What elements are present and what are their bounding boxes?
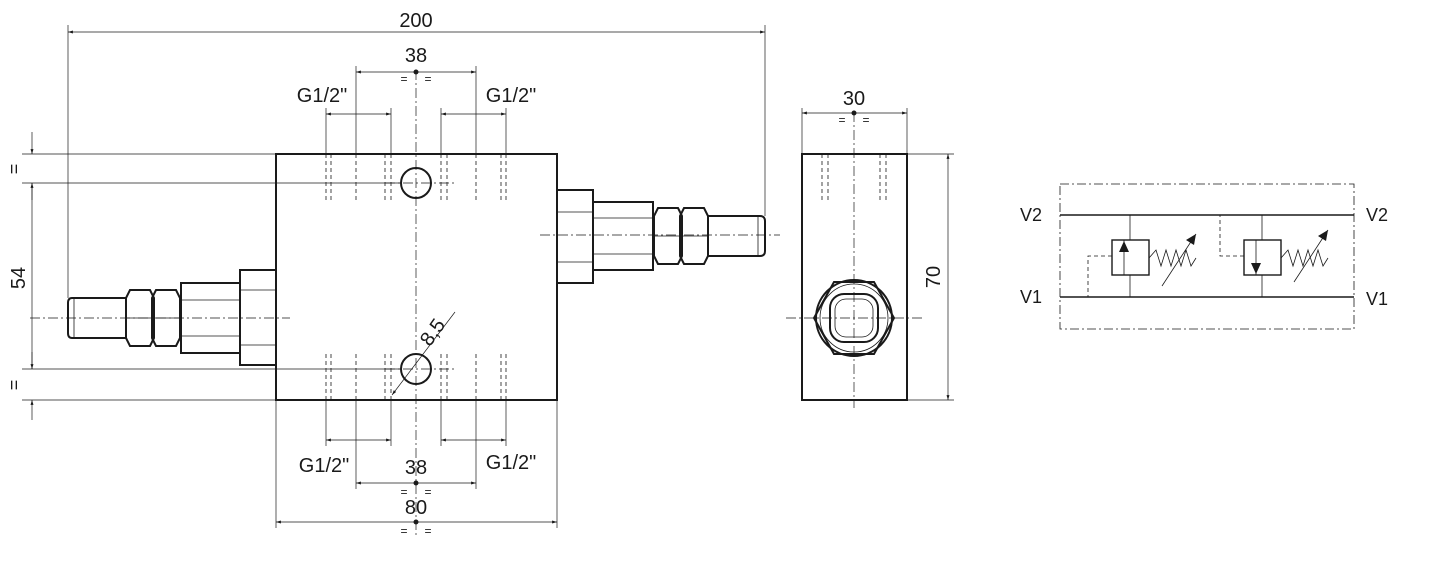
front-view: 200 38 = = G1/2" G1/2" [4,10,780,538]
label-overall-length: 200 [399,10,432,32]
side-view: 30 = = 70 [786,88,954,408]
equal-mark: = [424,485,431,499]
label-v2-left: V2 [1020,205,1042,225]
equal-mark: = [838,113,845,127]
label-block-width: 80 [405,497,427,519]
dim-side-height: 70 [907,153,954,401]
label-port-spacing-top: 38 [405,45,427,67]
equal-mark: = [424,524,431,538]
side-body [801,153,908,401]
hidden-ports-bottom [325,354,507,400]
label-port-bottom-right: G1/2" [486,452,536,474]
hydraulic-schematic: V2 V2 V1 V1 [1020,183,1388,330]
hex-fitting [812,279,896,357]
check-valve-left [1087,215,1197,297]
dim-port-top-left: G1/2" [297,85,392,154]
dim-port-spacing-bottom: 38 = = [355,400,477,499]
label-port-height: 54 [8,267,30,289]
equal-mark: = [424,72,431,86]
dim-port-height: 54 = = [4,132,400,420]
label-v2-right: V2 [1366,205,1388,225]
label-port-spacing-bottom: 38 [405,457,427,479]
dim-block-width: 80 = = [275,400,558,538]
label-v1-right: V1 [1366,289,1388,309]
hidden-ports-top [325,154,507,200]
schematic-frame [1059,183,1355,330]
dim-overall-length: 200 [67,10,766,298]
equal-mark: = [862,113,869,127]
label-side-height: 70 [923,266,945,288]
left-cartridge [67,269,277,366]
equal-mark: = [400,524,407,538]
label-hole-diameter: 8,5 [416,315,450,350]
label-port-top-left: G1/2" [297,85,347,107]
dim-port-spacing-top: 38 = = [355,45,477,154]
label-port-bottom-left: G1/2" [299,455,349,477]
label-port-top-right: G1/2" [486,85,536,107]
dim-port-bottom-left: G1/2" [299,400,392,477]
right-cartridge [556,189,766,284]
equal-mark: = [4,164,24,175]
label-v1-left: V1 [1020,287,1042,307]
dim-port-top-right: G1/2" [440,85,536,154]
dim-port-bottom-right: G1/2" [440,400,536,474]
label-side-width: 30 [843,88,865,110]
equal-mark: = [400,485,407,499]
dim-side-width: 30 = = [801,88,908,154]
equal-mark: = [4,380,24,391]
equal-mark: = [400,72,407,86]
check-valve-right [1219,215,1329,297]
